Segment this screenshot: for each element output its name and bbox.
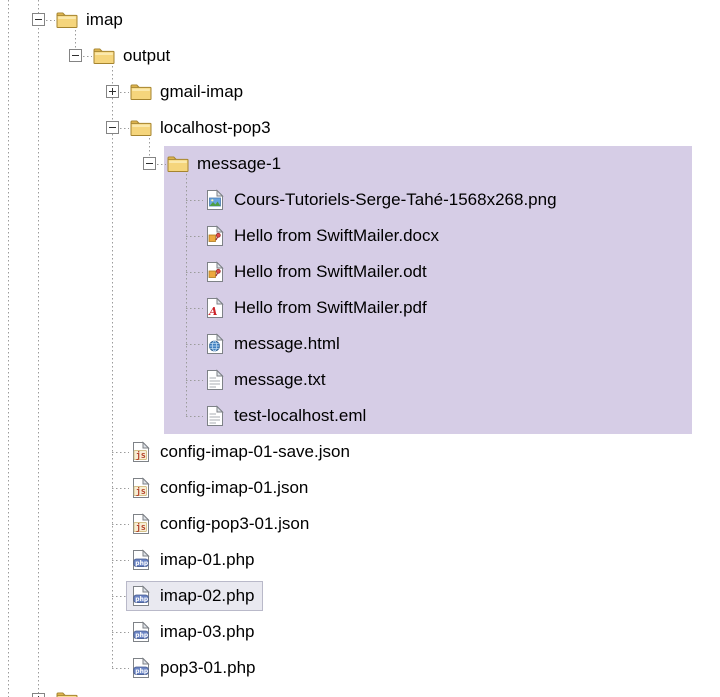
html-file-icon [203, 332, 227, 356]
tree-guide-line [8, 0, 9, 697]
tree-node[interactable]: localhost-pop3 [126, 113, 279, 143]
tree-node-label: message.html [234, 334, 340, 353]
pdf-file-icon: A [203, 296, 227, 320]
tree-node-label: pop3-01.php [160, 658, 256, 677]
tree-node-label: test-localhost.eml [234, 406, 367, 425]
collapse-icon[interactable] [143, 157, 156, 170]
tree-guide-line [112, 92, 129, 93]
tree-node-label: config-imap-01-save.json [160, 442, 350, 461]
tree-guide-line [186, 416, 203, 417]
tree-node[interactable]: Cours-Tutoriels-Serge-Tahé-1568x268.png [200, 185, 565, 215]
tree-guide-line [75, 56, 92, 57]
tree-guide-line [186, 200, 203, 201]
eml-file-icon [203, 404, 227, 428]
tree-node-label: message-1 [197, 154, 282, 173]
tree-node[interactable]: js config-pop3-01.json [126, 509, 317, 539]
tree-guide-line [186, 308, 203, 309]
svg-text:js: js [136, 522, 146, 533]
php-file-icon: php [129, 656, 153, 680]
tree-node[interactable]: message-1 [163, 149, 289, 179]
tree-node[interactable]: test-localhost.eml [200, 401, 374, 431]
folder-icon [92, 44, 116, 68]
tree-guide-line [38, 0, 39, 697]
tree-guide-line [38, 20, 55, 21]
tree-guide-line [112, 488, 129, 489]
tree-guide-line [112, 66, 113, 668]
tree-node[interactable]: js config-imap-01-save.json [126, 437, 358, 467]
tree-node[interactable]: A Hello from SwiftMailer.pdf [200, 293, 435, 323]
tree-node[interactable]: Hello from SwiftMailer.odt [200, 257, 435, 287]
tree-node-label: config-imap-01.json [160, 478, 309, 497]
tree-guide-line [186, 344, 203, 345]
tree-guide-line [112, 524, 129, 525]
tree-node[interactable]: php imap-03.php [126, 617, 263, 647]
svg-text:js: js [136, 450, 146, 461]
tree-guide-line [186, 380, 203, 381]
tree-node[interactable]: output [89, 41, 178, 71]
tree-node-label: imap [86, 10, 123, 29]
php-file-icon: php [129, 548, 153, 572]
tree-guide-line [186, 174, 187, 416]
tree-guide-line [112, 560, 129, 561]
tree-node-label: output [123, 46, 171, 65]
odt-doc-file-icon [203, 260, 227, 284]
tree-node-label: localhost-pop3 [160, 118, 271, 137]
tree-node[interactable]: php pop3-01.php [126, 653, 263, 683]
tree-guide-line [149, 164, 166, 165]
tree-guide-line [75, 30, 76, 56]
tree-node[interactable]: php imap-02.php [126, 581, 263, 611]
tree-node-label: config-pop3-01.json [160, 514, 310, 533]
tree-node-label: gmail-imap [160, 82, 244, 101]
expand-icon[interactable] [106, 85, 119, 98]
tree-guide-line [112, 668, 129, 669]
tree-node[interactable]: gmail-imap [126, 77, 251, 107]
svg-text:php: php [135, 668, 149, 675]
selection-highlight [164, 146, 692, 434]
tree-node-label: Hello from SwiftMailer.docx [234, 226, 440, 245]
tree-node[interactable]: Hello from SwiftMailer.docx [200, 221, 447, 251]
svg-text:A: A [208, 305, 218, 318]
json-file-icon: js [129, 476, 153, 500]
tree-node[interactable]: imap [52, 5, 131, 35]
tree-node-label: Cours-Tutoriels-Serge-Tahé-1568x268.png [234, 190, 557, 209]
json-file-icon: js [129, 512, 153, 536]
tree-guide-line [112, 596, 129, 597]
text-file-icon [203, 368, 227, 392]
tree-guide-line [112, 128, 129, 129]
tree-node[interactable]: message.txt [200, 365, 334, 395]
image-file-icon [203, 188, 227, 212]
folder-icon [166, 152, 190, 176]
tree-node[interactable]: php imap-01.php [126, 545, 263, 575]
tree-node-label: Hello from SwiftMailer.odt [234, 262, 427, 281]
collapse-icon[interactable] [32, 13, 45, 26]
tree-guide-line [186, 236, 203, 237]
tree-guide-line [186, 272, 203, 273]
word-doc-file-icon [203, 224, 227, 248]
tree-node-label: imap-02.php [160, 586, 255, 605]
tree-guide-line [149, 138, 150, 164]
expand-icon[interactable] [32, 693, 45, 697]
tree-node-label: Hello from SwiftMailer.pdf [234, 298, 427, 317]
tree-node[interactable]: message.html [200, 329, 348, 359]
php-file-icon: php [129, 620, 153, 644]
tree-node-label: imap-03.php [160, 622, 255, 641]
svg-text:php: php [135, 560, 149, 567]
tree-guide-line [112, 452, 129, 453]
folder-icon [55, 8, 79, 32]
tree-node[interactable] [52, 685, 94, 697]
tree-node-label: imap-01.php [160, 550, 255, 569]
tree-guide-line [112, 632, 129, 633]
svg-text:php: php [135, 632, 149, 639]
php-file-icon: php [129, 584, 153, 608]
tree-node[interactable]: js config-imap-01.json [126, 473, 316, 503]
collapse-icon[interactable] [69, 49, 82, 62]
svg-text:js: js [136, 486, 146, 497]
collapse-icon[interactable] [106, 121, 119, 134]
json-file-icon: js [129, 440, 153, 464]
folder-icon [55, 688, 79, 697]
folder-icon [129, 80, 153, 104]
svg-text:php: php [135, 596, 149, 603]
folder-icon [129, 116, 153, 140]
tree-node-label: message.txt [234, 370, 326, 389]
